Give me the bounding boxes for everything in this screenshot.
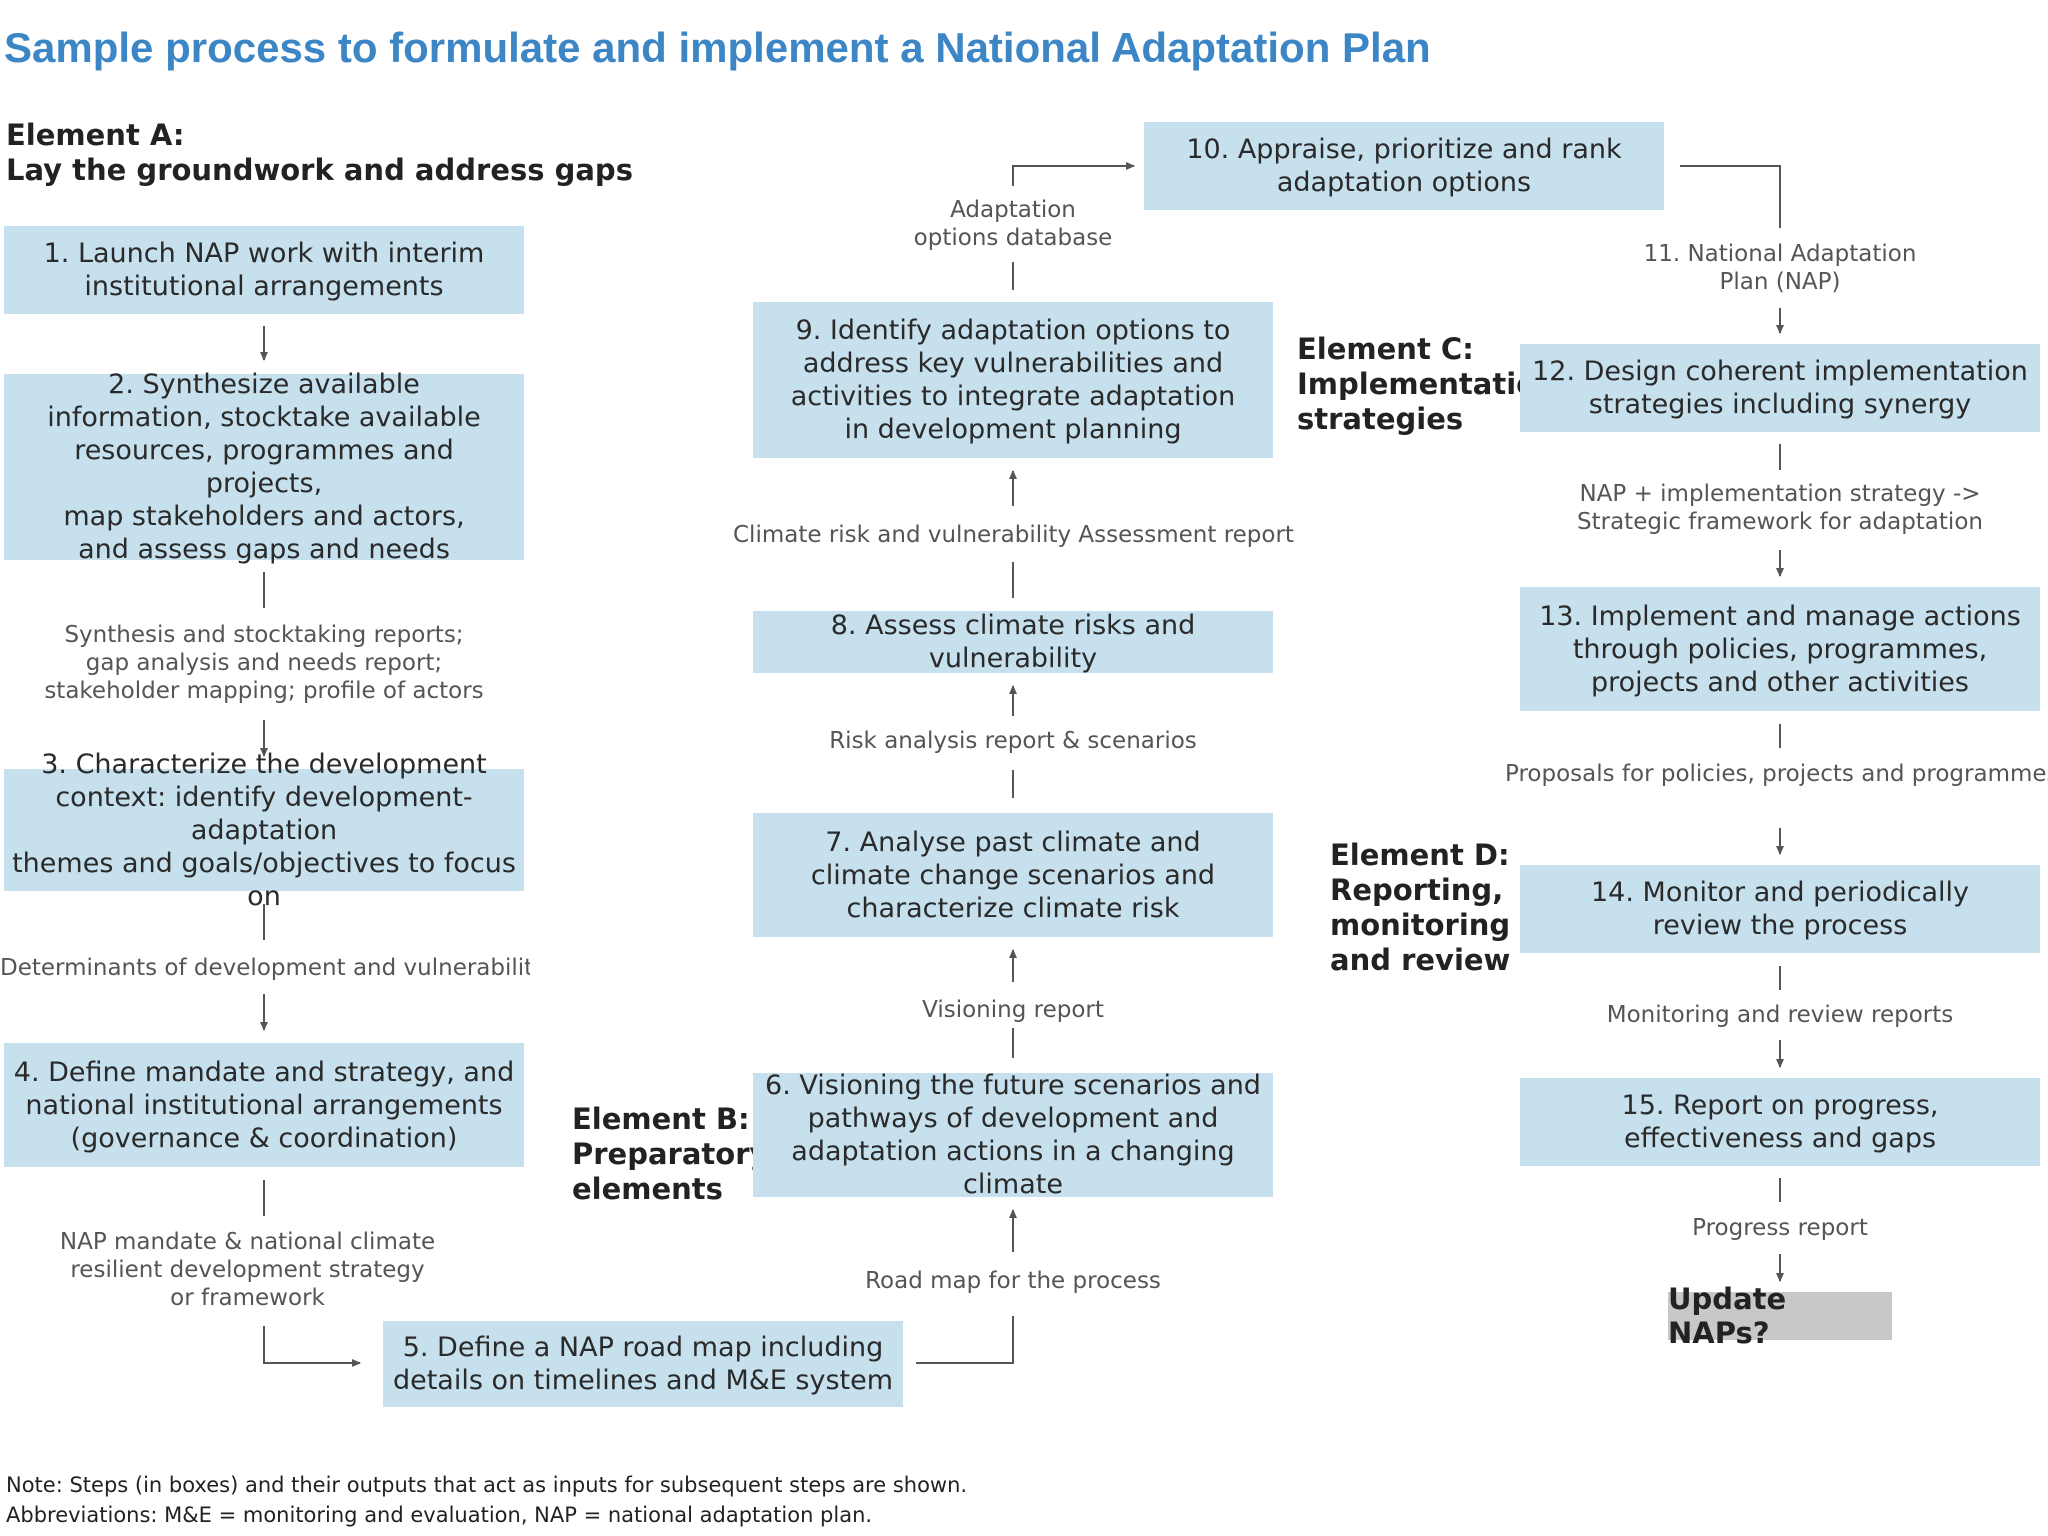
footnote-note-line: Note: Steps (in boxes) and their outputs… <box>6 1473 968 1497</box>
arrow-output-to-5 <box>263 1326 361 1367</box>
step-12-output: NAP + implementation strategy -> Strateg… <box>1577 481 1983 535</box>
step-9-output: Adaptation options database <box>913 197 1113 251</box>
element-d-heading: Element D: Reporting, monitoring and rev… <box>1330 838 1511 977</box>
step-15-box: 15. Report on progress, effectiveness an… <box>1520 1078 2040 1166</box>
step-4-output: NAP mandate & national climate resilient… <box>59 1229 436 1311</box>
line-5-to-roadmap <box>916 1316 1014 1364</box>
step-13-output: Proposals for policies, projects and pro… <box>1505 761 2048 787</box>
step-13-box: 13. Implement and manage actions through… <box>1520 587 2040 711</box>
line-10-to-nap <box>1680 165 1781 228</box>
step-10-box: 10. Appraise, prioritize and rank adapta… <box>1144 122 1664 210</box>
step-9-box: 9. Identify adaptation options to addres… <box>753 302 1273 458</box>
step-5-output: Road map for the process <box>865 1268 1161 1294</box>
step-3-output: Determinants of development and vulnerab… <box>0 955 530 981</box>
step-12-box: 12. Design coherent implementation strat… <box>1520 344 2040 432</box>
step-15-output: Progress report <box>1692 1215 1868 1241</box>
element-b-heading: Element B: Preparatory elements <box>572 1102 769 1206</box>
step-6-box: 6. Visioning the future scenarios and pa… <box>753 1070 1273 1200</box>
step-7-box: 7. Analyse past climate and climate chan… <box>753 813 1273 937</box>
step-14-output: Monitoring and review reports <box>1606 1002 1954 1028</box>
step-14-box: 14. Monitor and periodically review the … <box>1520 865 2040 953</box>
step-5-box: 5. Define a NAP road map including detai… <box>383 1321 903 1407</box>
step-8-box: 8. Assess climate risks and vulnerabilit… <box>753 610 1273 674</box>
element-a-heading: Element A: Lay the groundwork and addres… <box>6 118 633 187</box>
step-4-box: 4. Define mandate and strategy, and nati… <box>4 1043 524 1167</box>
step-2-output: Synthesis and stocktaking reports; gap a… <box>44 622 484 704</box>
step-8-output: Climate risk and vulnerability Assessmen… <box>733 522 1294 548</box>
step-1-box: 1. Launch NAP work with interim institut… <box>4 226 524 314</box>
footnote: Note: Steps (in boxes) and their outputs… <box>6 1470 967 1530</box>
step-2-box: 2. Synthesize available information, sto… <box>4 369 524 565</box>
footnote-abbreviations-line: Abbreviations: M&E = monitoring and eval… <box>6 1503 873 1527</box>
element-c-heading: Element C: Implementation strategies <box>1297 332 1557 436</box>
step-11-nap-output: 11. National Adaptation Plan (NAP) <box>1643 241 1917 295</box>
arrow-database-to-10 <box>1012 162 1135 186</box>
page-title: Sample process to formulate and implemen… <box>4 24 1431 71</box>
step-7-output: Risk analysis report & scenarios <box>829 728 1197 754</box>
step-6-output: Visioning report <box>922 997 1104 1023</box>
